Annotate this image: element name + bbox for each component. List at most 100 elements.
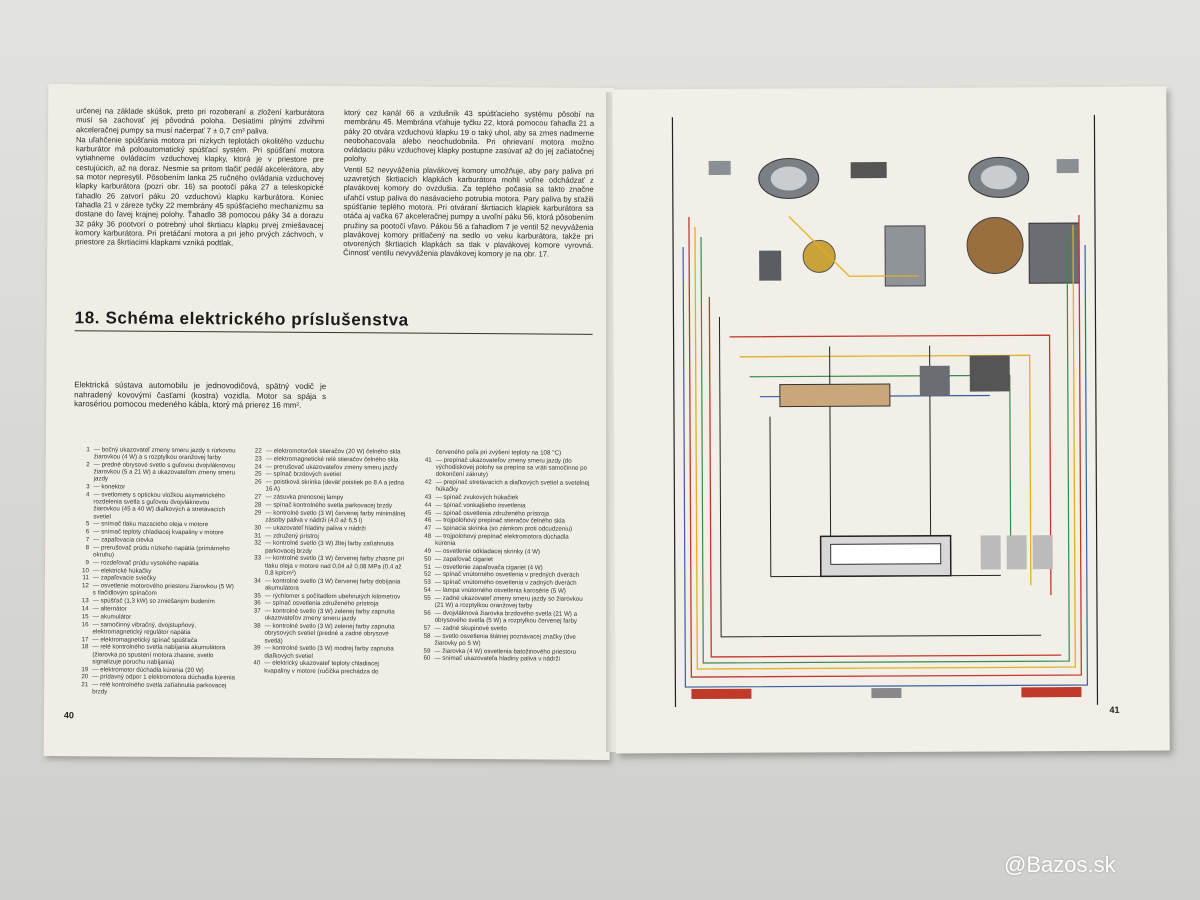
text-column-2: ktorý cez kanál 66 a vzdušník 43 spúšťac… bbox=[343, 108, 594, 260]
legend-number: 19 bbox=[81, 665, 89, 673]
switch bbox=[1032, 535, 1053, 570]
legend-number: 26 bbox=[254, 478, 262, 486]
legend-row: 16— samočinný vibračný, dvojstupňový, el… bbox=[69, 621, 237, 637]
legend-number: 53 bbox=[423, 578, 431, 586]
legend-number: 44 bbox=[424, 501, 432, 509]
legend-row: 8— prerušovač prúdu nízkeho napätia (pri… bbox=[69, 544, 237, 560]
legend-number: 45 bbox=[424, 509, 432, 517]
legend-number: 12 bbox=[81, 582, 89, 590]
headlamp-right-lens bbox=[980, 165, 1017, 190]
legend-row: 21— relé kontrolného svetla zaťiahnutia … bbox=[68, 681, 236, 697]
legend-number: 49 bbox=[424, 547, 432, 555]
legend-text: — relé kontrolného svetla zaťiahnutia pa… bbox=[92, 681, 227, 696]
legend-text: — trojpolohový prepínač elektromotora dú… bbox=[435, 532, 569, 548]
rear-lamp-right bbox=[1021, 687, 1082, 698]
legend-text: — kontrolné svetlo (3 W) červenej farby … bbox=[264, 577, 401, 592]
legend-row: 39— kontrolné svetlo (3 W) modrej farby … bbox=[240, 645, 406, 661]
legend-number: 59 bbox=[423, 647, 431, 655]
legend-number: 21 bbox=[81, 681, 89, 689]
legend-number: 42 bbox=[424, 478, 432, 486]
rear-lamp-left bbox=[691, 688, 752, 700]
legend-number: 40 bbox=[253, 659, 261, 667]
legend-number: 46 bbox=[424, 517, 432, 525]
legend-number: 16 bbox=[81, 620, 89, 628]
legend-number: 13 bbox=[81, 597, 89, 605]
legend-number: 48 bbox=[424, 532, 432, 540]
legend-row: 29— kontrolné svetlo (3 W) červenej farb… bbox=[241, 509, 407, 525]
side-lamp-left bbox=[708, 160, 731, 175]
legend-number: 2 bbox=[86, 461, 90, 469]
distributor bbox=[802, 239, 836, 273]
switch bbox=[1006, 535, 1027, 570]
legend-row: 58— svetlo osvetlenia štátnej poznávacej… bbox=[410, 632, 588, 648]
legend-number: 60 bbox=[423, 655, 431, 663]
license-plate-lamp bbox=[871, 687, 902, 699]
wiper-motor bbox=[969, 355, 1010, 392]
fuse-box bbox=[779, 383, 891, 408]
legend-number: 31 bbox=[254, 532, 262, 540]
legend-number: 27 bbox=[254, 493, 262, 501]
legend-number: 3 bbox=[86, 483, 90, 491]
harness-green bbox=[700, 235, 1070, 664]
legend-number: 5 bbox=[85, 520, 90, 528]
legend-number: 17 bbox=[81, 635, 89, 643]
legend-row: 60— snímač ukazovateľa hladiny paliva v … bbox=[410, 655, 588, 663]
legend-text: — prepínač stretávacích a diaľkových sve… bbox=[435, 478, 590, 494]
harness-blue bbox=[682, 244, 1088, 688]
legend-text: — samočinný vibračný, dvojstupňový, elek… bbox=[92, 620, 197, 636]
legend-text: — prerušovač prúdu nízkeho napätia (prim… bbox=[93, 544, 230, 559]
legend-number: 47 bbox=[424, 524, 432, 532]
paragraph: ktorý cez kanál 66 a vzdušník 43 spúšťac… bbox=[343, 108, 595, 164]
legend-text: — kontrolné svetlo (3 W) zelenej farby z… bbox=[264, 607, 395, 623]
legend-number: 18 bbox=[81, 643, 89, 651]
legend-number: 11 bbox=[82, 574, 89, 582]
legend-number: 57 bbox=[423, 624, 431, 632]
paragraph: určenej na základe skúšok, preto pri roz… bbox=[76, 106, 325, 136]
legend-number: 52 bbox=[424, 571, 431, 579]
legend-number: 24 bbox=[254, 463, 262, 471]
legend-row: 42— prepínač stretávacích a diaľkových s… bbox=[412, 479, 590, 495]
left-page: určenej na základe skúšok, preto pri roz… bbox=[43, 84, 615, 760]
legend-number: 56 bbox=[423, 609, 431, 617]
harness-red bbox=[688, 215, 1082, 678]
legend-number: 15 bbox=[81, 613, 89, 621]
legend-number: 50 bbox=[424, 555, 432, 563]
legend-text: — elektrický ukazovateľ teploty chladiac… bbox=[264, 659, 379, 675]
intro-paragraph: Elektrická sústava automobilu je jednovo… bbox=[74, 380, 327, 410]
wiring-diagram bbox=[671, 114, 1099, 708]
legend-number: 51 bbox=[424, 563, 432, 571]
legend-text: — svetlomety s optickou vložkou asymetri… bbox=[93, 491, 226, 521]
legend-number: 7 bbox=[85, 536, 90, 544]
legend-number: 43 bbox=[424, 493, 432, 501]
legend-row: 12— osvetlenie motorového priestoru žiar… bbox=[69, 582, 237, 598]
legend-column-3: červeného poľa pri zvýšení teploty na 10… bbox=[410, 449, 589, 664]
legend-row: 40— elektrický ukazovateľ teploty chladi… bbox=[240, 660, 406, 676]
legend-number: 25 bbox=[254, 470, 262, 478]
legend-number: 58 bbox=[423, 632, 431, 640]
legend-text: — kontrolné svetlo (3 W) zelenej farby z… bbox=[264, 622, 395, 645]
harness-yellow bbox=[694, 216, 1076, 670]
legend-text: — zadné ukazovateľ zmeny smeru jazdy so … bbox=[434, 594, 583, 610]
headlamp-left-lens bbox=[770, 166, 807, 191]
legend-row: 26— poistková skrinka (deväť poistiek po… bbox=[242, 479, 408, 495]
legend-row: 37— kontrolné svetlo (3 W) zelenej farby… bbox=[241, 608, 407, 624]
legend-number: 23 bbox=[254, 455, 262, 463]
legend-text: — poistková skrinka (deväť poistiek po 8… bbox=[265, 478, 405, 494]
legend-row: 33— kontrolné svetlo (3 W) červenej farb… bbox=[241, 555, 407, 578]
paragraph: Ventil 52 nevyváženia plavákovej komory … bbox=[343, 164, 594, 259]
legend-number: 39 bbox=[253, 644, 261, 652]
legend-text: — svetlo osvetlenia štátnej poznávacej z… bbox=[434, 632, 576, 647]
alternator bbox=[884, 225, 926, 287]
legend-column-2: 22— elektromotorček stieračov (20 W) čel… bbox=[240, 447, 408, 676]
regulator bbox=[966, 216, 1024, 274]
legend-row: 55— zadné ukazovateľ zmeny smeru jazdy s… bbox=[411, 594, 589, 610]
frame-line-right bbox=[1093, 114, 1099, 705]
legend-number: 55 bbox=[423, 594, 431, 602]
relay bbox=[919, 365, 950, 396]
legend-row: 34— kontrolné svetlo (3 W) červenej farb… bbox=[241, 577, 407, 593]
legend-row: 38— kontrolné svetlo (3 W) zelenej farby… bbox=[240, 623, 406, 646]
side-lamp-right bbox=[1056, 159, 1079, 174]
legend-number: 32 bbox=[254, 539, 262, 547]
legend-text: — prepínač ukazovateľov zmeny smeru jazd… bbox=[435, 456, 588, 479]
legend-number: 22 bbox=[254, 447, 262, 455]
